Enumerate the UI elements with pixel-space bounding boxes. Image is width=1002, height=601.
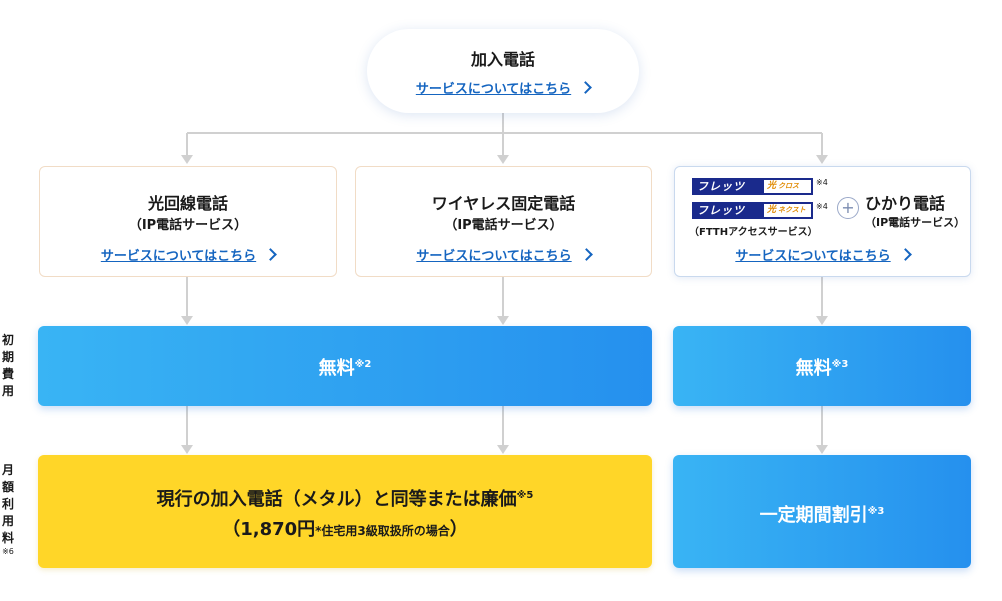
card-hikari-kaisen-denwa: 光回線電話 （IP電話サービス） サービスについてはこちら	[39, 166, 337, 277]
top-node-kanyu-denwa: 加入電話 サービスについてはこちら	[367, 29, 639, 113]
card-service-link[interactable]: サービスについてはこちら	[40, 245, 336, 264]
plus-icon: +	[837, 197, 859, 219]
initial-fee-label: 初期費用	[0, 332, 16, 400]
monthly-fee-line2: （1,870円*住宅用3級取扱所の場合）	[38, 515, 652, 541]
monthly-fee-box-left: 現行の加入電話（メタル）と同等または廉価※5 （1,870円*住宅用3級取扱所の…	[38, 455, 652, 568]
card-link-text[interactable]: サービスについてはこちら	[100, 249, 257, 264]
logo-sub: 光ネクスト	[764, 204, 811, 217]
logo-brand-text: フレッツ	[697, 204, 745, 217]
top-node-link-text[interactable]: サービスについてはこちら	[415, 82, 572, 97]
fee-text: 無料※2	[38, 354, 652, 380]
fee-note: ※2	[354, 359, 372, 370]
note-4: ※4	[816, 202, 828, 211]
note-4: ※4	[816, 178, 828, 187]
fee-text: 一定期間割引※3	[673, 501, 971, 527]
card-subtitle: （IP電話サービス）	[865, 216, 966, 229]
fee-value: 無料	[795, 358, 832, 379]
top-node-service-link[interactable]: サービスについてはこちら	[367, 78, 639, 97]
fee-value: 一定期間割引	[759, 505, 868, 526]
card-title: ワイヤレス固定電話	[431, 194, 576, 213]
logo-sub-text: 光	[767, 181, 777, 191]
monthly-fee-label: 月額利用料 ※6	[0, 462, 16, 557]
monthly-fee-price: （1,870円	[222, 519, 316, 540]
fee-note: ※3	[867, 506, 885, 517]
monthly-fee-line1: 現行の加入電話（メタル）と同等または廉価※5	[38, 485, 652, 511]
monthly-fee-price-note: *住宅用3級取扱所の場合	[315, 524, 450, 538]
card-hikari-denwa: フレッツ 光クロス ※4 フレッツ 光ネクスト ※4 （FTTHアクセスサービス…	[674, 166, 971, 277]
card-service-link[interactable]: サービスについてはこちら	[675, 245, 970, 264]
card-subtitle: （IP電話サービス）	[444, 218, 563, 233]
logo-sub-text: 光	[767, 205, 777, 215]
chevron-right-icon	[898, 248, 912, 261]
monthly-fee-close-paren: ）	[449, 519, 468, 540]
fee-note: ※3	[831, 359, 849, 370]
chevron-right-icon	[579, 81, 593, 94]
flets-hikari-next-logo: フレッツ 光ネクスト	[692, 202, 813, 219]
initial-fee-free-box-left: 無料※2	[38, 326, 652, 406]
chevron-right-icon	[579, 248, 593, 261]
logo-sub-kana: クロス	[778, 182, 800, 190]
monthly-fee-line1-text: 現行の加入電話（メタル）と同等または廉価	[156, 489, 517, 510]
monthly-fee-label-note: ※6	[2, 547, 14, 556]
card-service-link[interactable]: サービスについてはこちら	[356, 245, 651, 264]
initial-fee-free-box-right: 無料※3	[673, 326, 971, 406]
ftth-label: （FTTHアクセスサービス）	[689, 227, 818, 238]
card-link-text[interactable]: サービスについてはこちら	[416, 249, 572, 264]
card-subtitle: （IP電話サービス）	[128, 218, 248, 233]
chevron-right-icon	[264, 248, 278, 261]
flets-hikari-cross-logo: フレッツ 光クロス	[692, 178, 813, 195]
initial-fee-label-text: 初期費用	[1, 333, 14, 398]
logo-brand-text: フレッツ	[697, 180, 745, 193]
card-wireless-kotei-denwa: ワイヤレス固定電話 （IP電話サービス） サービスについてはこちら	[355, 166, 652, 277]
logo-sub: 光クロス	[764, 180, 811, 193]
monthly-fee-label-text: 月額利用料	[1, 463, 14, 545]
card-link-text[interactable]: サービスについてはこちら	[735, 249, 891, 264]
logo-sub-kana: ネクスト	[778, 206, 806, 214]
card-title: ひかり電話	[865, 194, 946, 213]
card-title: 光回線電話	[147, 194, 228, 213]
fee-text: 無料※3	[673, 354, 971, 380]
top-node-title: 加入電話	[470, 50, 535, 69]
fee-value: 無料	[318, 358, 355, 379]
monthly-fee-note: ※5	[516, 490, 534, 501]
monthly-fee-discount-box: 一定期間割引※3	[673, 455, 971, 568]
